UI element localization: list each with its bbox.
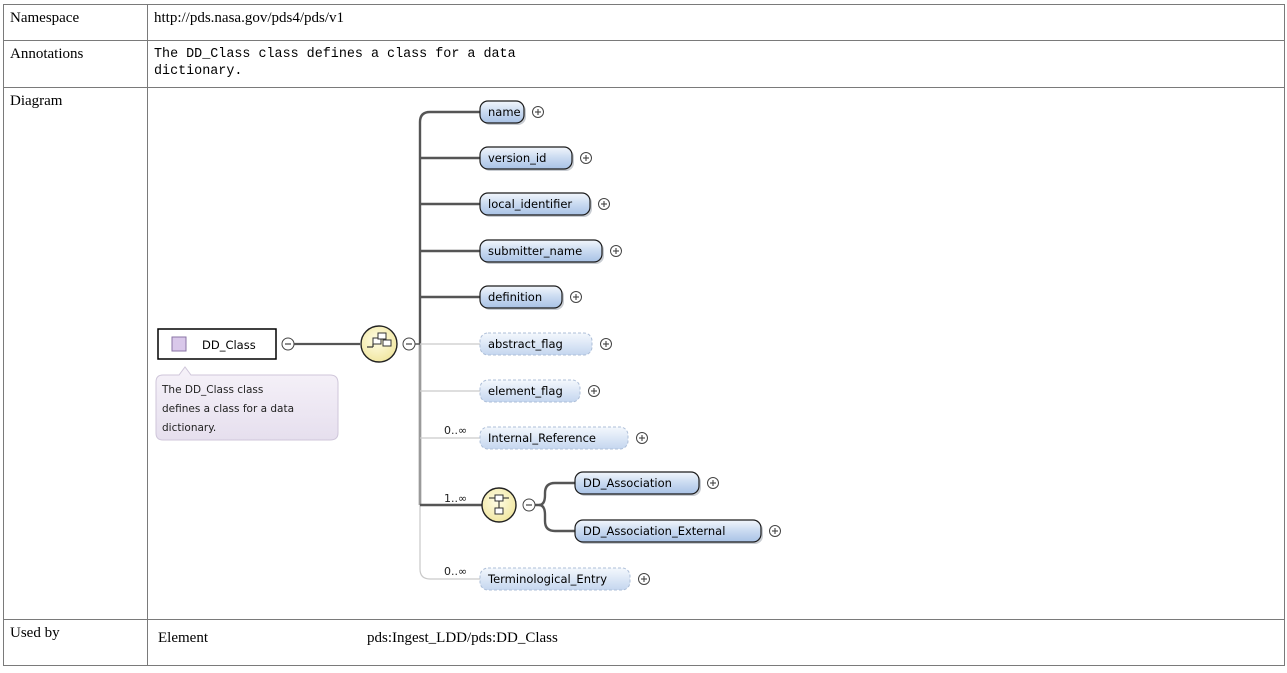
version-id-expand-icon[interactable] xyxy=(580,152,592,164)
used-by-label: Used by xyxy=(3,619,148,666)
submitter-name-label: submitter_name xyxy=(488,244,582,258)
element-flag-expand-icon[interactable] xyxy=(588,385,600,397)
annotations-row: Annotations The DD_Class class defines a… xyxy=(3,40,1285,88)
root-annotation-line-2: defines a class for a data xyxy=(162,403,294,415)
child-element-nodes: name version_id local_identifier submitter_… xyxy=(444,100,781,591)
local-identifier-node[interactable]: local_identifier xyxy=(479,192,592,217)
version-id-node[interactable]: version_id xyxy=(479,146,574,171)
root-annotation-line-1: The DD_Class class xyxy=(161,384,263,396)
element-flag-node[interactable]: element_flag xyxy=(479,379,581,403)
version-id-label: version_id xyxy=(488,151,546,165)
submitter-name-expand-icon[interactable] xyxy=(610,245,622,257)
used-by-kind: Element xyxy=(158,630,208,646)
internal-reference-label: Internal_Reference xyxy=(488,431,596,445)
abstract-flag-label: abstract_flag xyxy=(488,337,563,351)
namespace-label: Namespace xyxy=(3,4,148,41)
used-by-entry: Element pds:Ingest_LDD/pds:DD_Class xyxy=(154,620,1278,647)
annotations-value: The DD_Class class defines a class for a… xyxy=(154,47,516,79)
root-annotation-line-3: dictionary. xyxy=(162,422,216,434)
local-identifier-expand-icon[interactable] xyxy=(598,198,610,210)
terminological-entry-node[interactable]: Terminological_Entry xyxy=(479,567,631,591)
diagram-row: Diagram xyxy=(3,87,1285,620)
terminological-entry-label: Terminological_Entry xyxy=(487,572,607,586)
local-identifier-label: local_identifier xyxy=(488,197,572,211)
internal-reference-node[interactable]: Internal_Reference xyxy=(479,426,629,450)
root-collapse-icon[interactable] xyxy=(281,337,295,351)
terminological-entry-cardinality: 0..∞ xyxy=(444,565,467,578)
namespace-row: Namespace http://pds.nasa.gov/pds4/pds/v… xyxy=(3,4,1285,41)
root-element-node[interactable]: DD_Class xyxy=(157,328,277,360)
schema-diagram: DD_Class The DD_Class class defines a cl… xyxy=(155,100,781,591)
documentation-table: Namespace http://pds.nasa.gov/pds4/pds/v… xyxy=(3,4,1285,666)
dd-association-node[interactable]: DD_Association xyxy=(574,471,701,496)
used-by-row: Used by Element pds:Ingest_LDD/pds:DD_Cl… xyxy=(3,619,1285,666)
choice-collapse-icon[interactable] xyxy=(522,498,536,512)
root-element-label: DD_Class xyxy=(202,338,256,352)
dd-association-expand-icon[interactable] xyxy=(707,477,719,489)
definition-label: definition xyxy=(488,290,542,304)
annotations-label: Annotations xyxy=(3,40,148,88)
name-node[interactable]: name xyxy=(479,100,526,125)
name-label: name xyxy=(488,105,521,119)
dd-association-external-node[interactable]: DD_Association_External xyxy=(574,519,763,544)
namespace-value: http://pds.nasa.gov/pds4/pds/v1 xyxy=(147,4,1285,41)
abstract-flag-expand-icon[interactable] xyxy=(600,338,612,350)
dd-association-external-expand-icon[interactable] xyxy=(769,525,781,537)
terminological-entry-expand-icon[interactable] xyxy=(638,573,650,585)
definition-node[interactable]: definition xyxy=(479,285,564,310)
diagram-cell: DD_Class The DD_Class class defines a cl… xyxy=(147,87,1285,620)
internal-reference-expand-icon[interactable] xyxy=(636,432,648,444)
choice-compositor-icon[interactable] xyxy=(481,487,517,523)
choice-cardinality: 1..∞ xyxy=(444,492,467,505)
internal-reference-cardinality: 0..∞ xyxy=(444,424,467,437)
tree-connectors xyxy=(415,110,575,580)
sequence-collapse-icon[interactable] xyxy=(402,337,416,351)
name-expand-icon[interactable] xyxy=(532,106,544,118)
element-flag-label: element_flag xyxy=(488,384,563,398)
diagram-label: Diagram xyxy=(3,87,148,620)
root-annotation-callout: The DD_Class class defines a class for a… xyxy=(155,366,339,441)
sequence-compositor-icon[interactable] xyxy=(360,325,398,363)
abstract-flag-node[interactable]: abstract_flag xyxy=(479,332,593,356)
used-by-path[interactable]: pds:Ingest_LDD/pds:DD_Class xyxy=(367,630,558,646)
submitter-name-node[interactable]: submitter_name xyxy=(479,239,604,264)
definition-expand-icon[interactable] xyxy=(570,291,582,303)
dd-association-external-label: DD_Association_External xyxy=(583,524,725,538)
dd-association-label: DD_Association xyxy=(583,476,672,490)
